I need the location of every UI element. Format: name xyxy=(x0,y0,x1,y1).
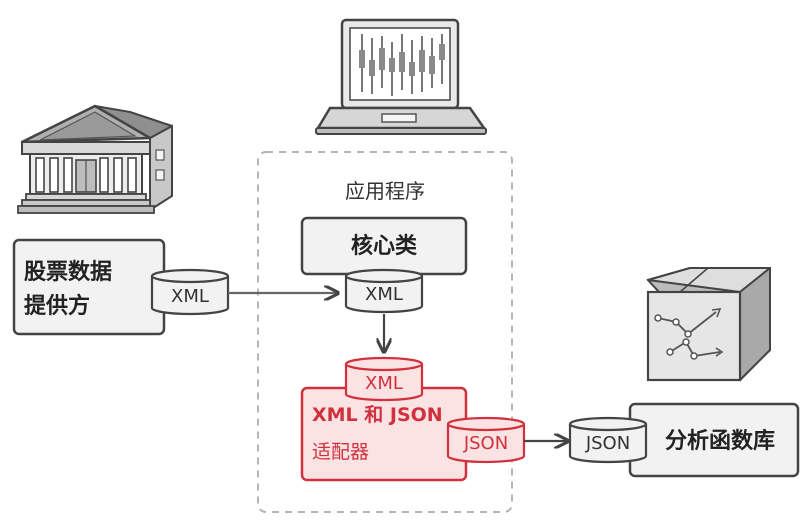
core-xml-cylinder: XML xyxy=(344,268,424,314)
adapter-xml-cylinder: XML xyxy=(344,356,424,402)
analytics-json-cylinder: JSON xyxy=(568,416,648,464)
stock-provider-line2: 提供方 xyxy=(24,293,90,319)
analytics-json-label: JSON xyxy=(585,433,630,454)
adapter-json-label: JSON xyxy=(463,433,508,454)
application-group-label: 应用程序 xyxy=(345,179,425,203)
laptop-icon xyxy=(315,18,487,135)
provider-xml-label: XML xyxy=(171,286,209,307)
stock-provider-box xyxy=(12,238,166,336)
analytics-library-label: 分析函数库 xyxy=(665,428,775,454)
stock-provider-line1: 股票数据 xyxy=(24,259,112,285)
core-xml-label: XML xyxy=(365,284,403,305)
adapter-title-line1: XML 和 JSON xyxy=(312,403,443,426)
adapter-xml-label: XML xyxy=(365,373,403,394)
application-group-border xyxy=(257,151,513,513)
bank-building-icon xyxy=(17,104,173,214)
adapter-json-cylinder: JSON xyxy=(446,416,526,464)
adapter-box xyxy=(300,386,468,482)
provider-xml-cylinder: XML xyxy=(150,268,230,316)
analytics-cube-icon xyxy=(646,267,771,382)
adapter-title-line2: 适配器 xyxy=(312,441,369,463)
core-class-label: 核心类 xyxy=(351,233,418,259)
